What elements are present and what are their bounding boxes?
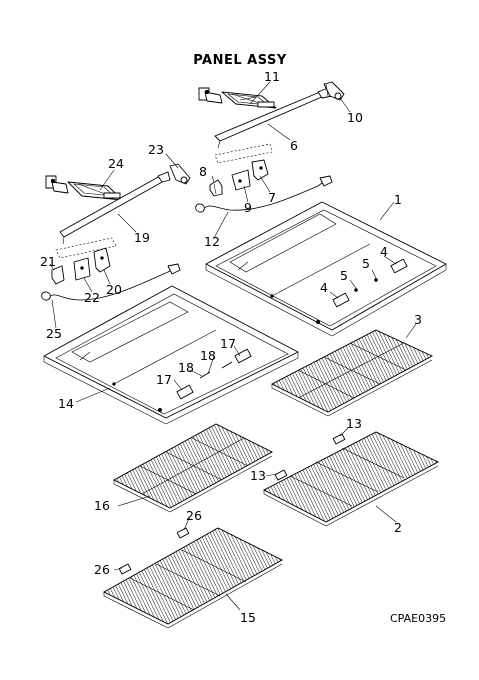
- part-12-cable: [195, 175, 333, 213]
- callout-13-lower: 13: [250, 468, 266, 483]
- part-10-hinge-fitting: [323, 81, 345, 101]
- callout-8: 8: [199, 164, 207, 179]
- callout-2: 2: [394, 520, 402, 535]
- callout-1: 1: [394, 192, 402, 207]
- callout-3: 3: [414, 312, 422, 327]
- callout-17-upper: 17: [220, 336, 236, 351]
- part-15-filter: [103, 527, 283, 629]
- callout-4-right: 4: [380, 244, 388, 259]
- callout-18-lower: 18: [178, 360, 194, 375]
- part-25-cable: [41, 263, 181, 301]
- part-1-panel: [205, 201, 447, 337]
- callout-24: 24: [108, 156, 124, 171]
- part-21-clip: [51, 265, 65, 285]
- drawing-code: CPAE0395: [390, 612, 446, 625]
- callout-14: 14: [58, 396, 74, 411]
- part-13-clips: [274, 433, 346, 481]
- callout-labels: 11 10 6 8 7 9 12 23 24 19 1 21 22 20 25 …: [40, 69, 422, 625]
- part-14-panel: [43, 285, 299, 425]
- callout-26-upper: 26: [186, 508, 202, 523]
- callout-11: 11: [264, 69, 280, 84]
- part-3-filter: [271, 329, 434, 417]
- callout-13-upper: 13: [346, 416, 362, 431]
- part-7-hinge-block: [231, 159, 269, 191]
- part-23-hinge-fitting: [169, 163, 191, 185]
- dashed-mount-outline: [214, 143, 273, 164]
- callout-12: 12: [204, 234, 220, 249]
- callout-22: 22: [84, 290, 100, 305]
- callout-15: 15: [240, 610, 256, 625]
- callout-9: 9: [244, 200, 252, 215]
- callout-23: 23: [148, 142, 164, 157]
- part-19-hinge-bar: [59, 171, 171, 245]
- callout-25: 25: [46, 326, 62, 341]
- callout-10: 10: [347, 110, 363, 125]
- callout-6: 6: [290, 138, 298, 153]
- callout-18-upper: 18: [200, 348, 216, 363]
- callout-7: 7: [268, 190, 276, 205]
- callout-17-lower: 17: [156, 372, 172, 387]
- callout-21: 21: [40, 254, 56, 269]
- part-26-clips: [118, 527, 190, 575]
- part-20-bracket: [93, 247, 111, 273]
- part-16-filter: [113, 423, 273, 513]
- part-8-clip: [209, 179, 223, 197]
- callout-4-left: 4: [320, 280, 328, 295]
- callout-5-left: 5: [340, 268, 348, 283]
- part-11-mounting-bracket: [198, 87, 277, 109]
- diagram-title: PANEL ASSY: [193, 53, 287, 68]
- part-4-latch-upper: [332, 258, 408, 308]
- callout-20: 20: [106, 282, 122, 297]
- part-24-mounting-bracket: [45, 175, 123, 201]
- callout-26-lower: 26: [94, 562, 110, 577]
- callout-19: 19: [134, 230, 150, 245]
- leader-lines: [49, 81, 417, 611]
- callout-5-right: 5: [362, 256, 370, 271]
- callout-16: 16: [94, 498, 110, 513]
- part-22-hinge-block: [73, 257, 91, 281]
- part-2-filter: [263, 431, 439, 527]
- part-17-latch-middle: [176, 348, 252, 400]
